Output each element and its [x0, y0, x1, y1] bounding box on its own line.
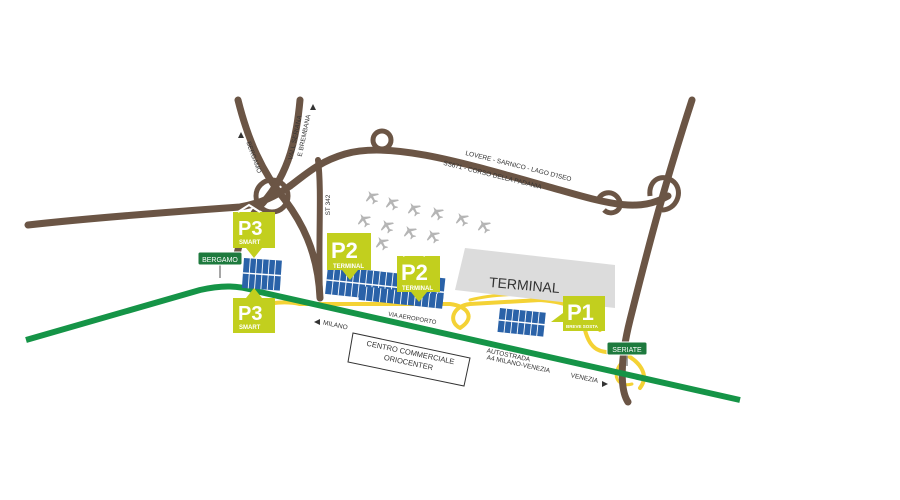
road-st342-branch	[315, 157, 323, 301]
sign-seriate-label: SERIATE	[612, 347, 642, 354]
p2-left-code: P2	[331, 238, 358, 263]
p2-right-code: P2	[401, 260, 428, 285]
covered-roof-icon	[402, 247, 426, 257]
parking-lot-p1	[497, 308, 546, 337]
p3-lower-code: P3	[238, 303, 262, 325]
airplane-icon	[403, 225, 417, 240]
covered-roof-icon	[237, 203, 261, 213]
terminal-building: TERMINAL	[455, 248, 615, 308]
parking-badge-p2-left[interactable]: P2 TERMINAL	[327, 233, 371, 280]
direction-arrows	[238, 104, 608, 387]
p2-right-caption: TERMINAL	[402, 286, 433, 292]
airplane-icon	[357, 213, 371, 228]
interchange-east	[647, 175, 681, 213]
shopping-centre: CENTRO COMMERCIALE ORIOCENTER	[347, 332, 471, 387]
parking-badge-p3-lower[interactable]: P3 SMART	[233, 288, 275, 333]
road-west	[24, 182, 294, 229]
parking-badge-p3-upper[interactable]: P3 SMART	[233, 203, 275, 258]
p1-code: P1	[567, 300, 594, 325]
label-st342: ST 342	[325, 194, 332, 215]
arrow-right-icon	[602, 381, 608, 387]
airplane-icon	[455, 212, 469, 227]
parking-badge-p2-right[interactable]: P2 TERMINAL	[397, 247, 440, 302]
airplane-icon	[375, 236, 389, 251]
terminal-label: TERMINAL	[488, 274, 560, 296]
airplane-icon	[380, 219, 394, 234]
shopping-centre-box	[347, 332, 471, 387]
interchange-east-2	[595, 190, 623, 216]
sign-bergamo: BERGAMO	[197, 251, 243, 278]
parking-lot-p3	[241, 258, 282, 291]
arrow-up-icon	[238, 132, 244, 138]
airplane-icon	[477, 219, 491, 234]
airplane-icon	[407, 202, 421, 217]
p2-left-caption: TERMINAL	[333, 264, 364, 270]
airplane-icon	[430, 206, 444, 221]
sign-seriate: SERIATE	[606, 341, 648, 366]
p1-caption: BREVE SOSTA	[566, 324, 599, 329]
p3-lower-caption: SMART	[239, 325, 261, 331]
arrow-up-icon	[310, 104, 316, 110]
label-venezia: VENEZIA	[570, 372, 599, 385]
motorway-a4	[25, 283, 741, 403]
terminal-shape	[455, 248, 615, 308]
roundabout-north	[370, 128, 394, 152]
sign-bergamo-label: BERGAMO	[202, 257, 238, 264]
airplane-icon	[385, 196, 399, 211]
p3-upper-code: P3	[238, 218, 262, 240]
airplane-icon	[365, 190, 379, 205]
p3-upper-caption: SMART	[239, 240, 261, 246]
parking-badge-p1[interactable]: P1 BREVE SOSTA	[551, 296, 605, 331]
arrow-left-icon	[314, 319, 320, 325]
label-milano: MILANO	[322, 320, 348, 332]
road-east-vertical	[618, 96, 696, 406]
airplane-icons	[357, 190, 491, 251]
parking-lot-p2-b	[358, 285, 444, 309]
airplane-icon	[426, 229, 440, 244]
